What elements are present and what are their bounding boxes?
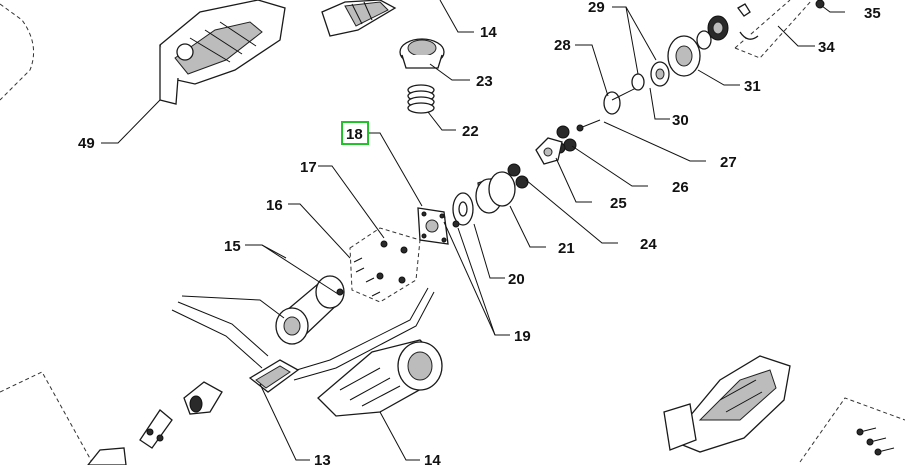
part-29-washers — [631, 61, 670, 91]
callout-26[interactable]: 26 — [672, 179, 689, 196]
dashed-region-top-left — [0, 3, 35, 101]
callout-21[interactable]: 21 — [558, 240, 575, 257]
part-31-bearing-housing — [667, 35, 701, 77]
callout-20[interactable]: 20 — [508, 271, 525, 288]
trigger-switch — [183, 381, 223, 415]
callout-28[interactable]: 28 — [554, 37, 571, 54]
part-49-housing — [159, 0, 286, 105]
part-22-spring — [407, 84, 435, 114]
callout-14-top[interactable]: 14 — [480, 24, 497, 41]
dashed-region-bottom-right — [799, 397, 905, 463]
callout-29[interactable]: 29 — [588, 0, 605, 16]
callout-27[interactable]: 27 — [720, 154, 737, 171]
part-16-screws — [353, 257, 381, 297]
callout-15[interactable]: 15 — [224, 238, 241, 255]
part-34-gear-assembly — [696, 3, 759, 50]
callout-25[interactable]: 25 — [610, 195, 627, 212]
callout-19[interactable]: 19 — [514, 328, 531, 345]
callout-49[interactable]: 49 — [78, 135, 95, 152]
part-35-screw — [815, 0, 825, 9]
callout-16[interactable]: 16 — [266, 197, 283, 214]
callout-22[interactable]: 22 — [462, 123, 479, 140]
part-14-gear-housing — [317, 339, 443, 417]
callout-17[interactable]: 17 — [300, 159, 317, 176]
part-20-washer — [452, 192, 474, 226]
part-15-motor — [275, 275, 345, 345]
callout-34[interactable]: 34 — [818, 39, 835, 56]
callout-23[interactable]: 23 — [476, 73, 493, 90]
part-14-boot-top — [321, 0, 397, 37]
dashed-region-bottom-left — [0, 371, 93, 463]
screws-bottom-right — [856, 427, 895, 456]
callout-30[interactable]: 30 — [672, 112, 689, 129]
part-13-switch-board — [248, 359, 300, 393]
callout-31[interactable]: 31 — [744, 78, 761, 95]
tool-body-bottom-right — [663, 355, 791, 453]
selected-callout-box[interactable] — [341, 121, 369, 145]
leader-lines — [101, 0, 845, 461]
part-25-carrier — [535, 137, 563, 165]
callout-13[interactable]: 13 — [314, 452, 331, 465]
battery-terminal — [87, 447, 127, 465]
wire-harness — [171, 287, 435, 381]
part-17-screws — [376, 240, 408, 284]
callout-18[interactable]: 18 — [346, 126, 363, 143]
part-21-ring-gear — [475, 171, 516, 214]
part-23-collar — [399, 38, 445, 69]
dashed-region-top-right — [734, 0, 813, 59]
part-18-mount-plate — [417, 207, 449, 245]
dashed-group-17 — [349, 227, 421, 303]
callout-35[interactable]: 35 — [864, 5, 881, 22]
callout-14-bottom[interactable]: 14 — [424, 452, 441, 465]
part-28-pinion-shaft — [603, 85, 641, 115]
spring-clips — [139, 409, 173, 449]
callout-24[interactable]: 24 — [640, 236, 657, 253]
part-27-pin — [576, 119, 601, 132]
